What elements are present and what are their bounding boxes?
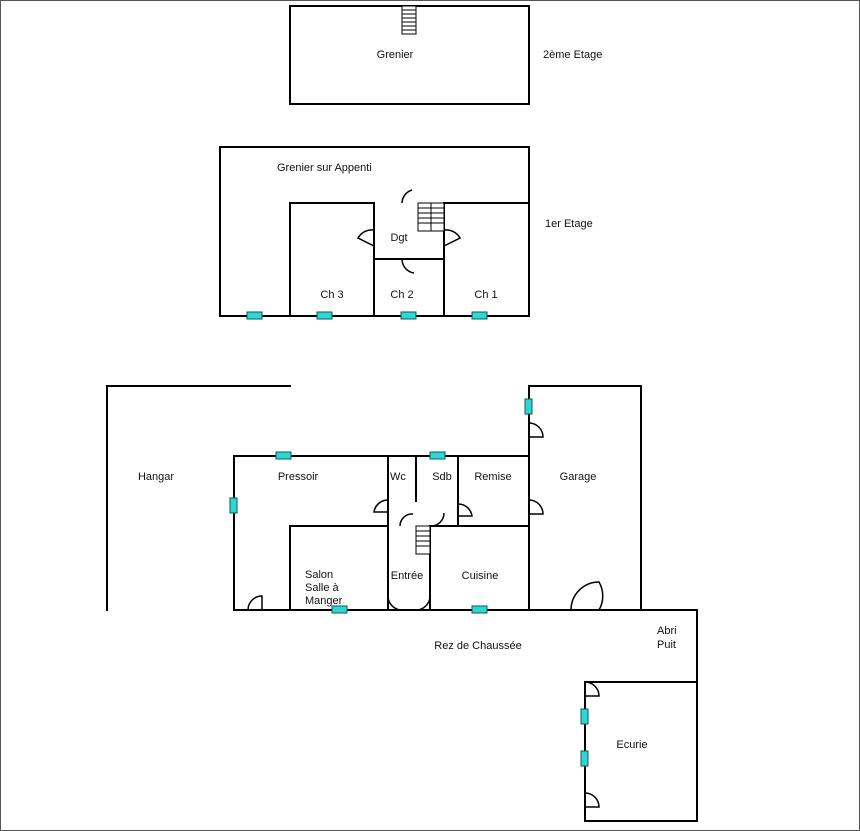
window-icon xyxy=(331,605,348,614)
room-label-ch1: Ch 1 xyxy=(474,289,497,301)
door-icon xyxy=(429,512,445,527)
floor-ground: Hangar Pressoir Wc Sdb Remise Garage Sal… xyxy=(106,385,698,822)
floor-label-first: 1er Etage xyxy=(545,218,593,230)
window-icon xyxy=(229,497,238,514)
floor-label-ground: Rez de Chaussée xyxy=(434,640,521,652)
room-label-dgt: Dgt xyxy=(390,232,407,244)
appenti-outer-walls xyxy=(219,146,530,317)
door-icon xyxy=(387,595,403,611)
room-label-cuisine: Cuisine xyxy=(462,570,499,582)
room-label-sdb: Sdb xyxy=(432,471,452,483)
room-label-entree: Entrée xyxy=(391,570,423,582)
room-label-salon-3: Manger xyxy=(305,595,343,607)
window-icon xyxy=(471,311,488,320)
room-label-abri-2: Puit xyxy=(657,639,676,651)
door-icon xyxy=(401,189,413,204)
stair-icon xyxy=(417,202,445,232)
window-icon xyxy=(471,605,488,614)
abri-walls xyxy=(584,609,698,822)
door-icon xyxy=(247,595,263,611)
door-icon xyxy=(570,581,604,611)
window-icon xyxy=(246,311,263,320)
door-icon xyxy=(373,499,389,513)
door-icon xyxy=(401,258,415,274)
floor-label-second: 2ème Etage xyxy=(543,49,602,61)
room-label-grenier: Grenier xyxy=(377,49,414,61)
room-label-salon-2: Salle à xyxy=(305,582,340,594)
room-label-ch3: Ch 3 xyxy=(320,289,343,301)
room-label-garage: Garage xyxy=(560,471,597,483)
room-label-ch2: Ch 2 xyxy=(390,289,413,301)
room-label-salon-1: Salon xyxy=(305,569,333,581)
room-label-abri-1: Abri xyxy=(657,625,677,637)
window-icon xyxy=(429,451,446,460)
room-label-ecurie: Ecurie xyxy=(616,739,647,751)
window-icon xyxy=(400,311,417,320)
door-icon xyxy=(399,513,414,527)
room-label-grenier-appenti: Grenier sur Appenti xyxy=(277,162,372,174)
door-icon xyxy=(584,681,600,697)
room-label-remise: Remise xyxy=(474,471,511,483)
room-label-wc: Wc xyxy=(390,471,406,483)
floor-second: Grenier 2ème Etage xyxy=(289,5,602,105)
window-icon xyxy=(275,451,292,460)
window-icon xyxy=(580,750,589,767)
door-icon xyxy=(356,229,375,247)
stair-icon xyxy=(401,5,417,35)
window-icon xyxy=(524,398,533,415)
window-icon xyxy=(580,708,589,725)
room-label-pressoir: Pressoir xyxy=(278,471,319,483)
stair-icon xyxy=(415,525,431,555)
door-icon xyxy=(584,792,600,808)
hangar-walls xyxy=(106,385,291,611)
door-icon xyxy=(457,503,473,517)
door-icon xyxy=(528,422,544,438)
door-icon xyxy=(528,499,544,515)
door-icon xyxy=(415,595,431,611)
room-label-hangar: Hangar xyxy=(138,471,174,483)
door-icon xyxy=(443,229,462,247)
window-icon xyxy=(316,311,333,320)
floor-first: Grenier sur Appenti Dgt Ch 3 Ch 2 Ch 1 1… xyxy=(219,146,593,320)
